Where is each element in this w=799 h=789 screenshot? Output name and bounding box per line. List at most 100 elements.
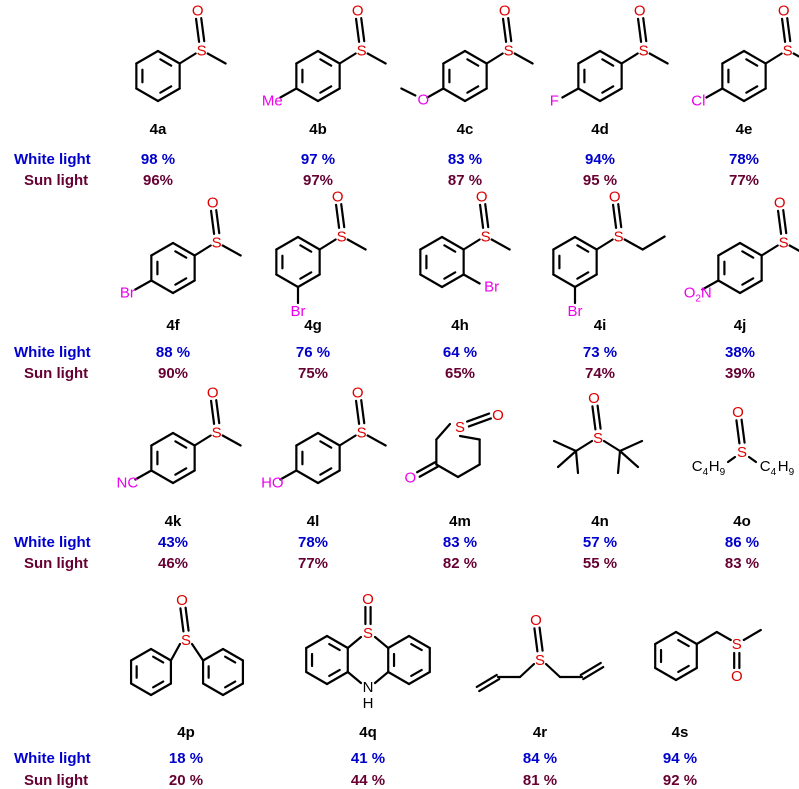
struct-4n-tbu-bond — [552, 439, 578, 453]
compound-label: 4e — [736, 121, 753, 138]
struct-4q-ring-left-ring-bond — [305, 634, 329, 650]
yield-white-light: 98 % — [141, 151, 175, 168]
struct-4i-sulfur: S — [614, 229, 624, 246]
struct-4l-ring-bond — [295, 469, 320, 485]
struct-4r-so-bond — [533, 627, 539, 653]
struct-4s-aromatic-bond — [677, 664, 690, 674]
struct-4i-aromatic-bond — [576, 271, 590, 280]
struct-4a-sulfur: S — [197, 43, 207, 60]
struct-4b-substituent-bond — [279, 87, 298, 99]
struct-4i-aromatic-bond — [576, 244, 590, 253]
struct-4r-allyl-bond — [544, 662, 562, 679]
struct-4q-cs-bond-left — [346, 635, 363, 650]
struct-4j-so-bond — [782, 209, 788, 235]
struct-4m-co-bond — [418, 465, 439, 478]
struct-4l-substituent-ho: HO — [261, 475, 284, 492]
struct-4k-aromatic-bond — [174, 440, 188, 449]
struct-4p-sulfur: S — [181, 632, 191, 649]
struct-4c-aromatic-bond — [466, 85, 480, 94]
yield-sun-light: 55 % — [583, 555, 617, 572]
yield-white-light: 86 % — [725, 534, 759, 551]
struct-4e-sulfur: S — [783, 43, 793, 60]
struct-4o-cs-bond-right — [747, 455, 758, 464]
struct-4d-ring-bond — [598, 49, 623, 65]
struct-4d-sulfur: S — [639, 43, 649, 60]
struct-4r-sulfur: S — [535, 652, 545, 669]
yield-white-light: 97 % — [301, 151, 335, 168]
struct-4b-sulfur: S — [357, 43, 367, 60]
struct-4o-oxygen: O — [732, 404, 744, 421]
yield-sun-light: 77% — [298, 555, 328, 572]
struct-4o-c4-left: C4 — [692, 458, 709, 478]
struct-4c-aromatic-bond — [466, 58, 480, 67]
struct-4p-oxygen: O — [176, 592, 188, 609]
yield-sun-light: 82 % — [443, 555, 477, 572]
struct-4j-cs-bond — [760, 244, 779, 257]
yield-white-light: 76 % — [296, 344, 330, 361]
struct-4q-ring-right-ring-bond — [407, 670, 431, 686]
struct-4e-substituent-bond — [705, 87, 724, 99]
struct-4s-ring-bond — [654, 666, 678, 682]
struct-4a-cs-bond — [178, 52, 197, 65]
struct-4s-ring-bond — [654, 630, 678, 646]
struct-4c-methoxy-oxygen: O — [418, 92, 430, 109]
struct-4g-so-bond — [340, 203, 346, 229]
struct-4d-ring-bond — [577, 49, 602, 65]
struct-4s-methyl-bond — [742, 628, 762, 642]
struct-4g-ring-bond — [275, 235, 300, 251]
struct-4a-aromatic-bond — [159, 85, 173, 94]
struct-4m-ring-bond — [458, 434, 481, 441]
compound-label: 4i — [594, 317, 607, 334]
struct-4f-substituent-bond — [134, 279, 153, 291]
struct-4i-ethyl-bond-1 — [623, 238, 644, 251]
struct-4a-ring-bond — [156, 49, 181, 65]
struct-4d-so-bond — [642, 17, 648, 43]
struct-4k-substituent-nc: NC — [117, 475, 139, 492]
yield-white-light: 73 % — [583, 344, 617, 361]
struct-4r-so-bond — [538, 626, 544, 652]
struct-4k-so-bond — [209, 399, 216, 425]
struct-4o-c4-left-symbol: C — [692, 458, 703, 475]
yield-sun-light: 46% — [158, 555, 188, 572]
struct-4a-so-bond — [194, 17, 201, 43]
yield-sun-light: 97% — [303, 172, 333, 189]
struct-4i-so-bond — [611, 203, 618, 229]
struct-4e-oxygen: O — [778, 3, 790, 20]
struct-4n-tbu-bond — [556, 449, 578, 469]
struct-4c-ring-bond — [442, 87, 467, 103]
struct-4j-ring-bond — [738, 241, 763, 257]
struct-4d-cs-bond — [620, 52, 639, 65]
struct-4g-ring-bond — [296, 273, 321, 289]
struct-4b-methyl-bond — [366, 52, 387, 65]
struct-4l-sulfur: S — [357, 425, 367, 442]
struct-4k-oxygen: O — [207, 385, 219, 402]
struct-4f-ring-bond — [150, 279, 175, 295]
struct-4h-br-bond — [462, 273, 481, 285]
struct-4f-so-bond — [215, 209, 221, 235]
struct-4p-ring-right-aromatic-bond — [224, 655, 237, 664]
struct-4k-cs-bond — [193, 434, 212, 447]
struct-4f-aromatic-bond — [174, 250, 188, 259]
struct-4f-cs-bond — [193, 244, 212, 257]
struct-4p-ring-right-ring-bond — [201, 682, 225, 697]
struct-4l-so-bond — [354, 399, 361, 425]
struct-4l-ring-bond — [295, 431, 320, 447]
struct-4r-oxygen: O — [530, 612, 542, 629]
struct-4b-ring-bond — [316, 49, 341, 65]
struct-4k-so-bond — [215, 399, 221, 425]
yield-white-light: 64 % — [443, 344, 477, 361]
struct-4j-aromatic-bond — [741, 277, 755, 286]
struct-4n-tbu-bond — [574, 449, 580, 475]
struct-4b-so-bond — [354, 17, 361, 43]
struct-4p-ring-right-aromatic-bond — [224, 680, 237, 689]
struct-4s-benzyl-bond — [695, 630, 718, 646]
struct-4e-ring-bond — [742, 49, 767, 65]
struct-4c-substituent-bond — [426, 87, 445, 99]
struct-4s-cs-bond — [715, 630, 732, 642]
struct-4i-ring-bond — [552, 235, 577, 251]
struct-4o-c4-right-subscript: 4 — [771, 467, 777, 478]
yield-white-light: 57 % — [583, 534, 617, 551]
struct-4j-methyl-bond — [788, 244, 799, 252]
struct-4q-cn-bond-left — [346, 670, 363, 685]
